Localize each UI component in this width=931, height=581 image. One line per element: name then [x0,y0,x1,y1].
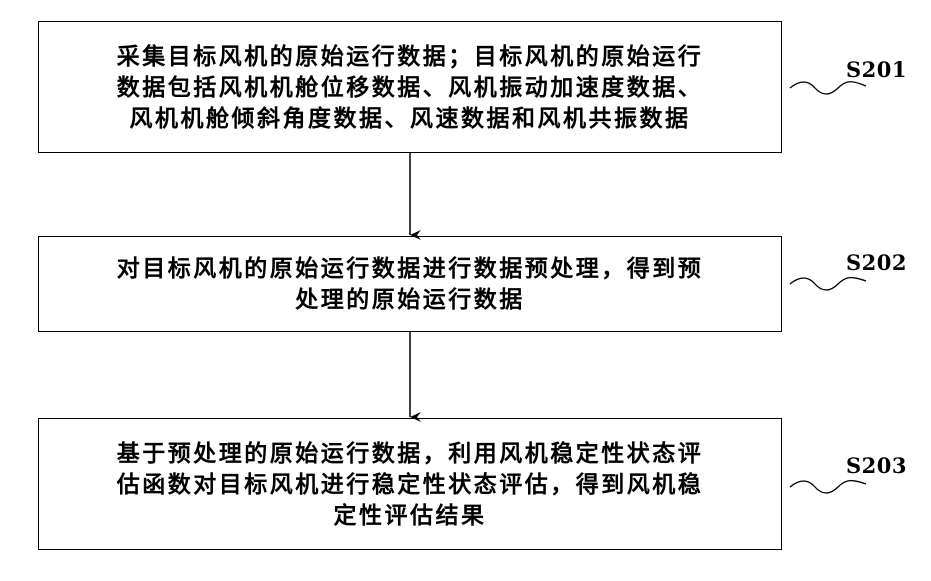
leader-line-s203 [790,481,866,493]
leader-line-s202 [790,278,866,290]
leader-line-s201 [790,82,866,94]
